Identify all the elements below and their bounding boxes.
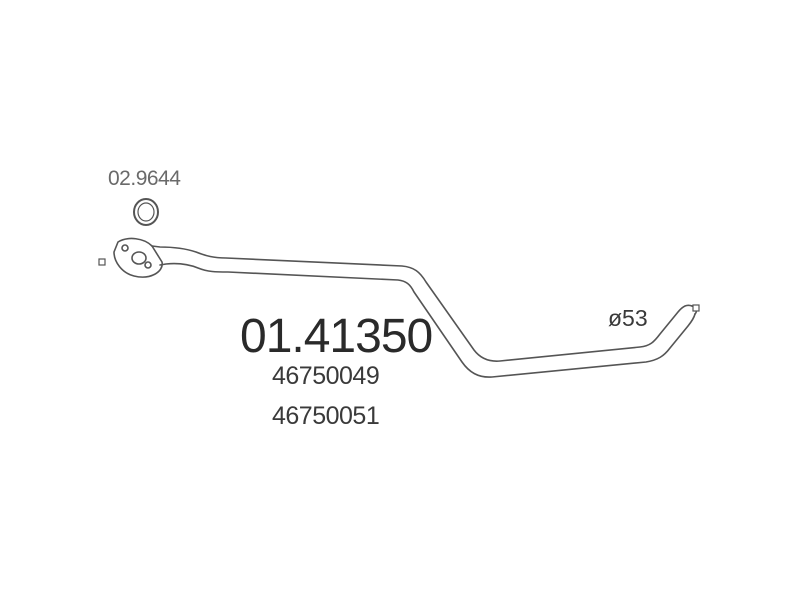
pipe-flange (113, 237, 163, 278)
pipe-diameter-label: ø53 (608, 305, 648, 331)
main-part-number: 01.41350 (240, 310, 433, 363)
oem-number-2: 46750051 (272, 402, 380, 430)
oem-number-1: 46750049 (272, 362, 380, 390)
gasket-ring (133, 198, 159, 226)
inlet-marker (98, 258, 106, 266)
outlet-marker (692, 304, 700, 312)
gasket-part-number: 02.9644 (108, 167, 181, 190)
